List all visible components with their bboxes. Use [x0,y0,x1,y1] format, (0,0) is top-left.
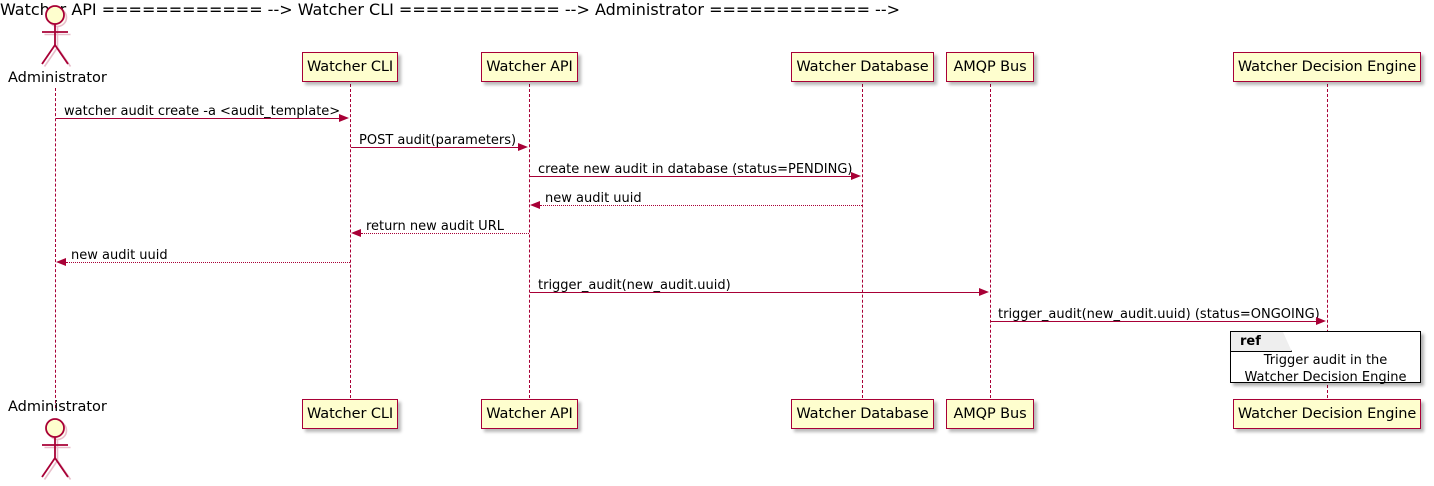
participant-label-watcher-database-bottom: Watcher Database [796,405,929,422]
message-arrowhead-6 [56,257,66,266]
ref-fragment-line-1: Trigger audit in the [1263,353,1388,368]
actor-administrator-top [31,4,81,68]
lifeline-watcher-decision-engine [1327,84,1328,398]
participant-label-amqp-bus-top: AMQP Bus [953,58,1027,75]
participant-watcher-cli-bottom[interactable]: Watcher CLI [302,399,398,429]
actor-label-administrator-bottom: Administrator [8,399,107,415]
ref-fragment-trigger-audit: ref Trigger audit in the Watcher Decisio… [1230,331,1421,386]
message-line-7 [530,292,980,293]
actor-administrator-bottom [31,416,81,482]
participant-label-amqp-bus-bottom: AMQP Bus [953,405,1027,422]
message-arrowhead-7 [979,287,989,296]
actor-label-administrator-top: Administrator [8,70,107,86]
participant-label-watcher-api-top: Watcher API [486,58,573,75]
message-label-7: trigger_audit(new_audit.uuid) [538,278,731,293]
participant-watcher-decision-engine-bottom[interactable]: Watcher Decision Engine [1233,399,1421,429]
message-label-4: new audit uuid [545,191,642,206]
lifeline-amqp-bus [990,84,991,398]
ref-fragment-tab-label: ref [1240,334,1261,349]
message-label-2: POST audit(parameters) [359,133,517,148]
ref-fragment-tab: ref [1231,332,1292,352]
message-arrowhead-3 [851,171,861,180]
participant-watcher-database-top[interactable]: Watcher Database [791,52,934,82]
message-arrowhead-5 [351,228,361,237]
participant-watcher-api-top[interactable]: Watcher API [481,52,578,82]
message-arrowhead-8 [1316,316,1326,325]
message-label-8: trigger_audit(new_audit.uuid) (status=ON… [998,307,1320,322]
participant-label-watcher-decision-engine-bottom: Watcher Decision Engine [1237,405,1417,422]
message-line-1 [56,118,340,119]
participant-watcher-decision-engine-top[interactable]: Watcher Decision Engine [1233,52,1421,82]
message-line-5 [361,233,529,234]
ref-fragment-body: Trigger audit in the Watcher Decision En… [1231,353,1420,386]
lifeline-watcher-api [529,84,530,398]
lifeline-administrator [55,88,56,408]
message-arrowhead-2 [518,142,528,151]
participant-watcher-database-bottom[interactable]: Watcher Database [791,399,934,429]
message-arrowhead-4 [530,200,540,209]
participant-label-watcher-api-bottom: Watcher API [486,405,573,422]
participant-label-watcher-decision-engine-top: Watcher Decision Engine [1237,58,1417,75]
message-line-6 [66,262,350,263]
message-label-1: watcher audit create -a <audit_template> [64,104,341,119]
message-arrowhead-1 [339,113,349,122]
lifeline-watcher-cli [350,84,351,398]
participant-amqp-bus-bottom[interactable]: AMQP Bus [946,399,1034,429]
message-line-8 [991,321,1317,322]
message-label-6: new audit uuid [71,248,168,263]
message-line-4 [540,205,862,206]
message-label-3: create new audit in database (status=PEN… [538,162,853,177]
participant-amqp-bus-top[interactable]: AMQP Bus [946,52,1034,82]
participant-label-watcher-cli-bottom: Watcher CLI [306,405,393,422]
participant-watcher-api-bottom[interactable]: Watcher API [481,399,578,429]
ref-fragment-line-2: Watcher Decision Engine [1244,369,1407,385]
message-label-5: return new audit URL [366,219,504,234]
message-line-3 [530,176,852,177]
participant-watcher-cli-top[interactable]: Watcher CLI [302,52,398,82]
participant-label-watcher-cli-top: Watcher CLI [306,58,393,75]
participant-label-watcher-database-top: Watcher Database [796,58,929,75]
message-line-2 [351,147,519,148]
lifeline-watcher-database [862,84,863,398]
